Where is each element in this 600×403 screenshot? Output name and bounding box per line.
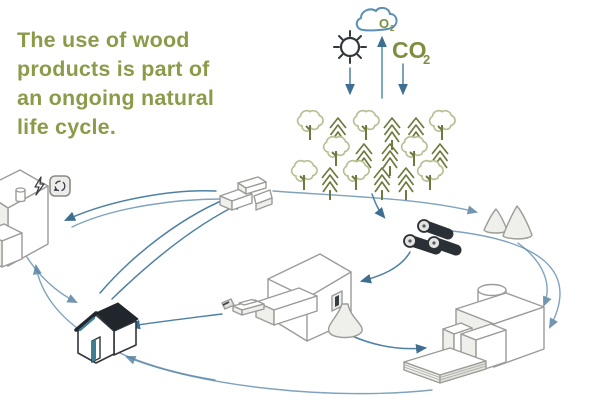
- logs-pile-icon: [403, 219, 462, 256]
- recovered-wood-icon: [219, 176, 273, 211]
- arrow-house-to-scrapwood-a: [99, 192, 241, 294]
- cloud-o2-label: O: [379, 16, 389, 31]
- arrow-planks-to-house: [128, 313, 223, 330]
- arrow-house-to-scrapwood-b: [111, 201, 246, 300]
- co2-subscript: 2: [423, 52, 430, 67]
- sawmill-building-icon: [255, 253, 363, 342]
- energy-plant-building-icon: [0, 169, 71, 268]
- arrow-panels-to-house: [125, 355, 433, 395]
- panel-stack-icon: [403, 347, 487, 384]
- title-line-2: products is part of: [17, 57, 210, 81]
- title-line-1: The use of wood: [17, 28, 190, 52]
- woodchip-piles-icon: [483, 205, 533, 240]
- page-title: The use of wood products is part of an o…: [17, 26, 267, 142]
- title-line-4: life cycle.: [17, 115, 117, 139]
- line-scrapwood-to-energy-parallel: [71, 198, 223, 228]
- house-icon: [74, 302, 139, 364]
- co2-label: CO: [392, 37, 427, 63]
- arrow-forest-to-logs: [371, 193, 386, 219]
- sawn-planks-icon: [221, 298, 265, 316]
- arrow-logs-to-factory: [451, 230, 561, 329]
- cloud-o2-subscript: 2: [390, 24, 395, 33]
- recycling-badge-icon: [49, 175, 71, 197]
- arrow-scrapwood-to-chippiles: [272, 190, 479, 215]
- sawdust-cone-icon: [327, 303, 363, 339]
- flow-arrows: [13, 35, 561, 395]
- arrow-logs-to-sawmill: [359, 251, 411, 284]
- forest-trees-icon: [290, 109, 457, 201]
- arrow-scrapwood-to-energy: [63, 190, 217, 221]
- sun-icon: [333, 30, 367, 64]
- cloud-icon: [355, 6, 398, 32]
- arrow-sawmill-to-panels: [351, 335, 428, 354]
- atmosphere-group: O 2 CO 2: [333, 6, 430, 67]
- title-line-3: an ongoing natural: [17, 86, 215, 110]
- arrow-chippiles-to-factory: [517, 242, 552, 307]
- lightning-bolt-icon: [34, 176, 45, 196]
